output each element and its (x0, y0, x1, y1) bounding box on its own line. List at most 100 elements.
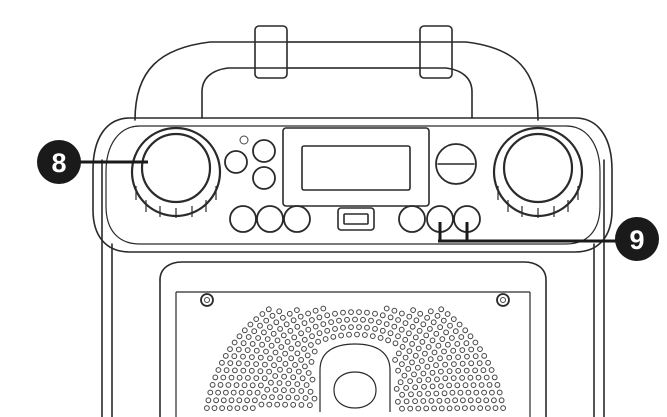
grille-hole (231, 339, 238, 346)
grille-hole (291, 334, 298, 341)
grille-hole (311, 395, 318, 402)
grille-hole (383, 305, 390, 312)
grille-hole (408, 391, 414, 398)
grille-hole (372, 326, 378, 332)
grille-hole (442, 375, 449, 382)
grille-hole (376, 319, 382, 326)
grille-hole (364, 324, 370, 331)
grille-hole (264, 336, 271, 343)
volume-knob[interactable] (130, 126, 222, 218)
grille-hole (272, 349, 279, 356)
input-jacks[interactable] (398, 205, 481, 233)
grille-hole (295, 368, 302, 375)
grille-hole (423, 405, 430, 412)
grille-hole (407, 405, 414, 412)
grille-hole (269, 394, 275, 401)
grille-hole (312, 307, 319, 314)
grille-hole (463, 340, 470, 347)
grille-hole (399, 310, 405, 317)
grille-hole (211, 405, 218, 412)
grille-hole (449, 335, 455, 341)
grille-hole (460, 397, 466, 404)
grille-hole (421, 383, 427, 390)
grille-hole (223, 367, 230, 374)
mode-buttons[interactable] (224, 135, 276, 190)
grille-hole (247, 321, 254, 328)
grille-hole (297, 313, 304, 320)
grille-hole (409, 359, 415, 366)
light-selector-button[interactable] (435, 143, 477, 185)
grille-hole (456, 321, 463, 328)
grille-hole (467, 374, 474, 381)
grille-hole (423, 332, 430, 339)
grille-hole (431, 349, 438, 356)
grille-hole (253, 316, 260, 323)
grille-hole (303, 382, 310, 388)
grille-hole (281, 387, 287, 394)
grille-hole (312, 323, 319, 330)
speaker-body (101, 159, 605, 417)
grille-hole (348, 324, 354, 331)
grille-hole (263, 348, 269, 355)
grille-hole (379, 327, 386, 334)
grille-hole (411, 371, 417, 378)
grille-hole (309, 376, 316, 383)
grille-hole (362, 332, 368, 338)
echo-knob[interactable] (492, 126, 584, 218)
grille-hole (475, 397, 482, 404)
grille-hole (387, 330, 394, 337)
grille-hole (274, 401, 281, 408)
grille-hole (459, 360, 466, 367)
grille-hole (433, 362, 439, 369)
grille-hole (287, 328, 294, 334)
grille-hole (234, 405, 241, 412)
grille-hole (446, 382, 453, 389)
grille-hole (270, 330, 277, 337)
grille-hole (265, 306, 272, 313)
grille-hole (398, 326, 405, 333)
grille-hole (261, 394, 267, 400)
grille-hole (467, 397, 474, 404)
grille-hole (261, 329, 267, 336)
grille-hole (425, 390, 432, 397)
grille-hole (328, 319, 335, 326)
grille-hole (249, 354, 255, 361)
grille-hole (258, 382, 264, 389)
grille-hole (277, 366, 283, 373)
grille-hole (443, 329, 450, 336)
grille-hole (446, 368, 453, 375)
grille-hole (253, 347, 260, 354)
grille-hole (481, 389, 488, 396)
grille-hole (245, 375, 251, 381)
playback-buttons[interactable] (229, 205, 311, 233)
grille-hole (238, 389, 245, 396)
grille-hole (274, 337, 281, 344)
grille-hole (302, 363, 308, 370)
usb-port[interactable] (337, 207, 375, 231)
grille-hole (230, 389, 237, 396)
grille-hole (364, 309, 370, 316)
grille-hole (462, 405, 468, 412)
grille-hole (451, 361, 457, 368)
grille-hole (251, 328, 258, 335)
grille-hole (383, 321, 390, 328)
grille-hole (228, 374, 235, 381)
grille-hole (452, 397, 459, 404)
grille-hole (227, 346, 233, 353)
grille-hole (298, 330, 305, 337)
grille-hole (427, 326, 433, 332)
grille-hole (244, 360, 251, 367)
grille-hole (266, 401, 273, 408)
grille-hole (268, 379, 274, 386)
grille-hole (276, 356, 283, 363)
grille-hole (258, 401, 265, 408)
grille-hole (219, 359, 225, 366)
speaker-grille (204, 305, 507, 412)
grille-hole (427, 356, 434, 363)
grille-hole (280, 314, 286, 321)
grille-hole (496, 389, 503, 396)
grille-hole (213, 397, 220, 404)
grille-hole (475, 374, 482, 381)
grille-hole (434, 312, 441, 319)
grille-hole (257, 354, 264, 361)
